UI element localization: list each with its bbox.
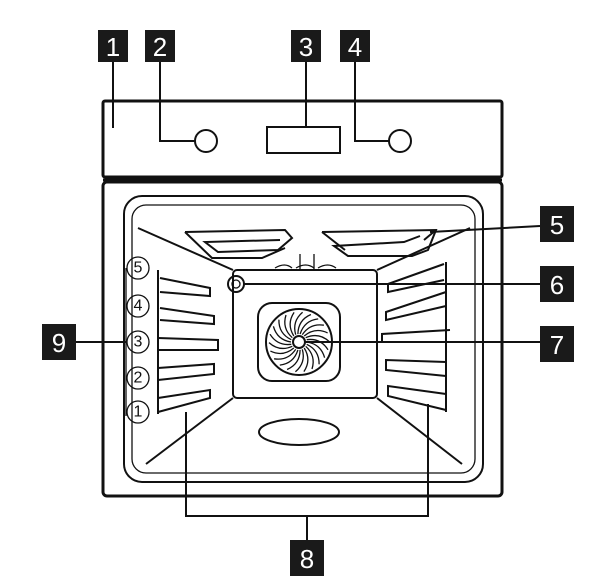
- display-window: [266, 126, 341, 154]
- fan-blade: [303, 329, 328, 337]
- fan-blade: [270, 347, 295, 355]
- shelf-level-2-label: 2: [134, 370, 143, 387]
- callout-1: 1: [98, 30, 128, 62]
- fan-blade: [284, 314, 293, 339]
- fan-blade: [305, 334, 330, 342]
- shelf-level-2: 2: [126, 366, 150, 390]
- fan-blade: [289, 312, 295, 337]
- floor-element: [258, 418, 340, 446]
- callout-3: 3: [291, 30, 321, 62]
- callout-4: 4: [340, 30, 370, 62]
- left-control-knob: [194, 129, 218, 153]
- fan-blade: [299, 318, 319, 335]
- shelf-level-5-label: 5: [134, 260, 143, 277]
- callout-7-text: 7: [550, 330, 564, 360]
- back-wall: [232, 269, 378, 399]
- fan-blade: [269, 333, 292, 346]
- callout-8: 8: [290, 540, 324, 576]
- fan-blade: [272, 326, 292, 343]
- left-shelf-supports: [157, 270, 219, 414]
- shelf-level-3-label: 3: [134, 334, 143, 351]
- callout-1-text: 1: [106, 32, 120, 62]
- right-control-knob: [388, 129, 412, 153]
- callout-6-text: 6: [550, 270, 564, 300]
- fan-blade: [268, 342, 293, 350]
- callout-9-text: 9: [52, 328, 66, 358]
- fan-blade: [279, 349, 299, 366]
- heating-element: [184, 228, 438, 270]
- fan-blade: [297, 313, 312, 335]
- callout-2: 2: [145, 30, 175, 62]
- oven-body: [101, 180, 504, 498]
- callout-5-text: 5: [550, 210, 564, 240]
- callout-9: 9: [42, 324, 76, 360]
- callout-2-text: 2: [153, 32, 167, 62]
- shelf-level-1: 1: [126, 400, 150, 424]
- shelf-level-4: 4: [126, 294, 150, 318]
- shelf-level-5: 5: [126, 256, 150, 280]
- shelf-level-3: 3: [126, 330, 150, 354]
- callout-4-text: 4: [348, 32, 362, 62]
- callout-7: 7: [540, 326, 574, 362]
- fan-blade: [286, 349, 301, 371]
- fan-blade: [294, 311, 304, 335]
- fan-blade: [305, 345, 314, 370]
- fan-blade: [273, 348, 297, 360]
- fan-blade: [301, 324, 325, 336]
- fan-blade: [294, 349, 304, 373]
- callout-5: 5: [540, 206, 574, 242]
- fan-blade: [303, 347, 309, 372]
- callout-3-text: 3: [299, 32, 313, 62]
- shelf-level-markers: 5 4 3 2 1: [125, 256, 150, 424]
- fan-blade: [306, 343, 320, 365]
- callout-6: 6: [540, 266, 574, 302]
- shelf-level-1-label: 1: [134, 404, 143, 421]
- oven-lamp: [227, 275, 245, 293]
- callout-8-text: 8: [300, 544, 314, 574]
- leader-lines: [76, 62, 541, 540]
- shelf-level-4-label: 4: [134, 298, 143, 315]
- fan-blade: [278, 319, 292, 341]
